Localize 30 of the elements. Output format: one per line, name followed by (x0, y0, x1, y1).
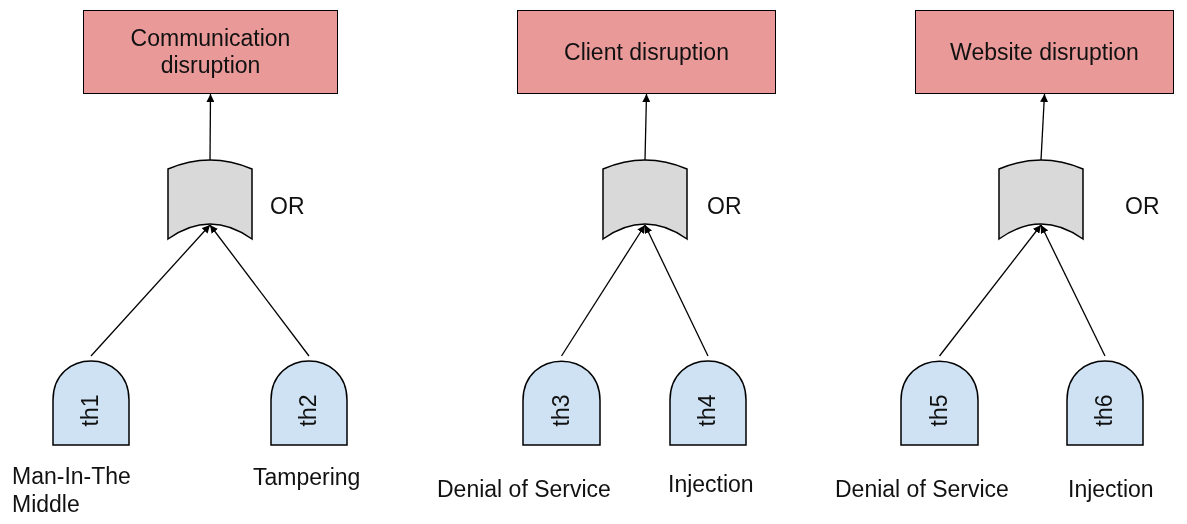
threat-name: Injection (1068, 475, 1155, 503)
event-label: Website disruption (950, 38, 1139, 66)
threat-name: Denial of Service (437, 475, 612, 503)
arrow (938, 224, 1042, 357)
threat-id: th4 (694, 394, 722, 427)
event-label: Communication disruption (129, 25, 292, 79)
threat-name: Injection (668, 470, 755, 498)
arrow (644, 224, 709, 357)
threat-id: th1 (77, 394, 105, 427)
event-box (915, 10, 1174, 94)
arrow (206, 93, 215, 161)
arrow (90, 224, 211, 357)
threat-id: th2 (295, 394, 323, 427)
arrow (642, 93, 651, 161)
event-label: Client disruption (564, 38, 729, 66)
threat-id: th6 (1091, 394, 1119, 427)
threat-id: th3 (548, 394, 575, 427)
arrow (209, 224, 310, 357)
gate-label: OR (270, 192, 306, 220)
threat-name: Man-In-The Middle (12, 462, 132, 518)
arrow (560, 224, 646, 357)
arrow (1040, 93, 1049, 161)
threat-name: Tampering (253, 463, 362, 491)
event-box (83, 10, 338, 94)
arrow (1040, 224, 1106, 357)
event-box (517, 10, 776, 94)
threat-name: Denial of Service (835, 475, 1010, 503)
gate-label: OR (1125, 192, 1161, 220)
threat-id: th5 (926, 394, 953, 427)
gate-label: OR (707, 192, 743, 220)
